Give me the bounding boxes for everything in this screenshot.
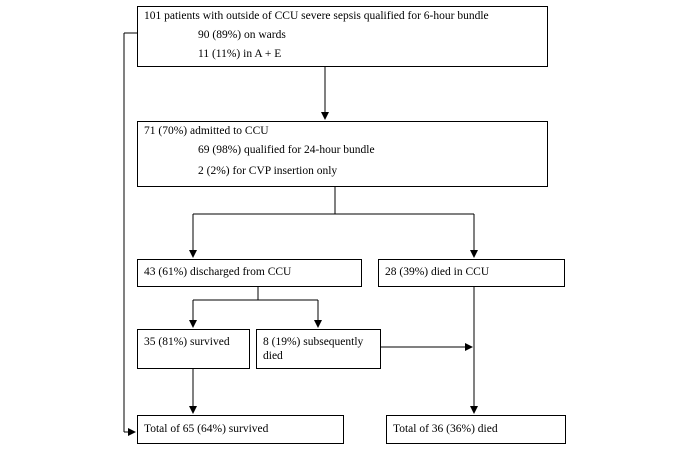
start-patients-ae: 11 (11%) in A + E xyxy=(198,48,282,60)
total-died-title: Total of 36 (36%) died xyxy=(393,423,498,435)
total-died-box: Total of 36 (36%) died xyxy=(386,415,566,444)
discharged-ccu-title: 43 (61%) discharged from CCU xyxy=(144,266,292,278)
admitted-24-hour-bundle: 69 (98%) qualified for 24-hour bundle xyxy=(198,144,375,156)
start-patients-title: 101 patients with outside of CCU severe … xyxy=(144,10,489,22)
admitted-cvp-insertion: 2 (2%) for CVP insertion only xyxy=(198,165,338,177)
survived-box: 35 (81%) survived xyxy=(137,329,250,369)
survived-title: 35 (81%) survived xyxy=(144,336,230,348)
died-in-ccu-title: 28 (39%) died in CCU xyxy=(385,266,490,278)
admitted-ccu-title: 71 (70%) admitted to CCU xyxy=(144,125,269,137)
total-survived-box: Total of 65 (64%) survived xyxy=(137,415,344,444)
total-survived-title: Total of 65 (64%) survived xyxy=(144,423,269,435)
died-in-ccu-box: 28 (39%) died in CCU xyxy=(378,259,565,287)
subsequently-died-box: 8 (19%) subsequently died xyxy=(256,329,381,369)
discharged-ccu-box: 43 (61%) discharged from CCU xyxy=(137,259,362,287)
start-patients-wards: 90 (89%) on wards xyxy=(198,29,286,41)
admitted-ccu-box: 71 (70%) admitted to CCU 69 (98%) qualif… xyxy=(137,121,548,187)
subsequently-died-title: 8 (19%) subsequently died xyxy=(263,336,364,362)
start-patients-box: 101 patients with outside of CCU severe … xyxy=(137,6,548,67)
